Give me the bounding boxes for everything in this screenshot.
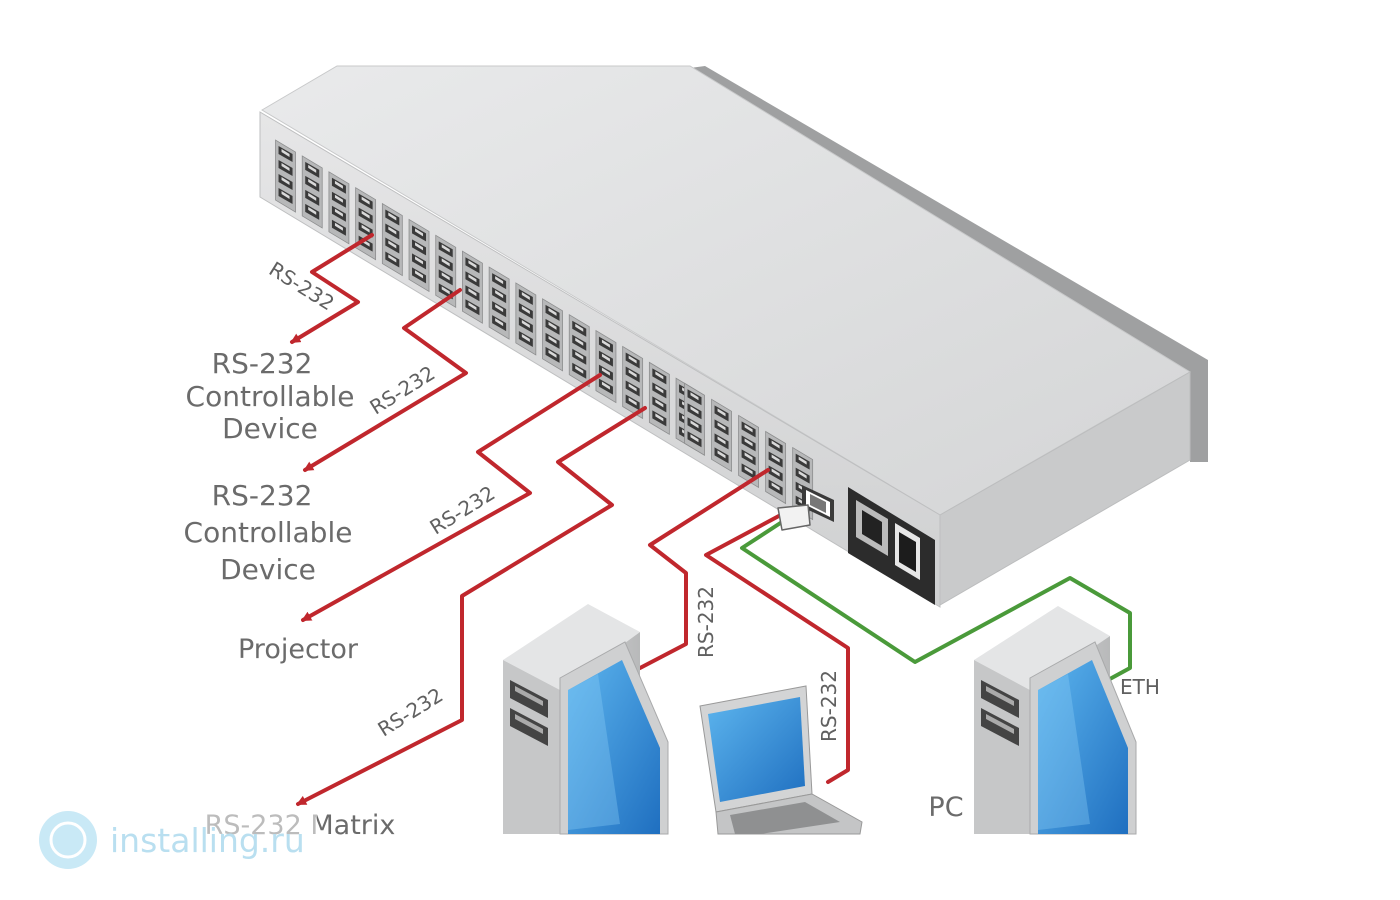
ethernet-port[interactable]: [802, 485, 834, 522]
rs232-terminal-block[interactable]: [622, 345, 644, 420]
watermark-text: installing.ru: [110, 821, 305, 860]
device-label-1: RS-232 Controllable Device: [186, 347, 355, 445]
rs232-cable-laptop: [704, 508, 850, 784]
cables: [290, 233, 1132, 806]
rs232-cable-2: [303, 288, 468, 472]
eth-label: ETH: [1120, 675, 1160, 699]
rs232-terminal-block[interactable]: [408, 218, 430, 293]
pc-monitor-2: [1029, 641, 1137, 835]
rs232-terminal-block[interactable]: [381, 202, 403, 277]
rs232-terminal-block[interactable]: [684, 382, 705, 456]
rs232-terminal-block[interactable]: [488, 266, 510, 340]
rs232-terminal-block[interactable]: [765, 430, 787, 505]
rs232-terminal-block[interactable]: [738, 414, 759, 489]
rs232-port-array: [275, 139, 814, 521]
rs232-terminal-block[interactable]: [355, 186, 377, 261]
cable-label-5: RS-232: [694, 586, 718, 658]
rs232-terminal-block[interactable]: [435, 234, 457, 309]
device-label-2: RS-232 Controllable Device: [184, 479, 353, 586]
eth-plug: [777, 504, 811, 531]
device-label-2-line-3: Device: [220, 553, 316, 586]
rs232-terminal-block[interactable]: [301, 155, 323, 229]
pc-monitor-1: [559, 641, 669, 835]
rs232-terminal-block[interactable]: [515, 282, 537, 356]
device-label-1-line-3: Device: [222, 412, 318, 445]
rs232-terminal-block[interactable]: [711, 398, 732, 473]
rs232-terminal-block[interactable]: [568, 314, 590, 388]
cable-label-1: RS-232: [265, 257, 339, 315]
cable-label-6: RS-232: [817, 670, 841, 742]
projector-label: Projector: [238, 634, 359, 665]
laptop: [699, 685, 863, 835]
device-label-2-line-2: Controllable: [184, 516, 353, 549]
rs232-cable-3: [301, 373, 602, 622]
eth-cable: [740, 518, 1132, 682]
control-device-chassis: [259, 65, 1208, 608]
rs232-terminal-block[interactable]: [648, 361, 670, 436]
rs232-cable-pc: [638, 468, 770, 670]
rs232-terminal-block[interactable]: [462, 250, 483, 324]
power-switch[interactable]: [895, 523, 920, 580]
rs232-cable-1: [290, 233, 374, 344]
device-label-1-line-1: RS-232: [212, 347, 313, 380]
watermark-logo-icon: [39, 811, 97, 869]
watermark: installing.ru: [22, 808, 317, 876]
device-label-2-line-1: RS-232: [212, 479, 313, 512]
rs232-terminal-block[interactable]: [542, 298, 563, 372]
device-label-1-line-2: Controllable: [186, 380, 355, 413]
rs232-terminal-block[interactable]: [275, 139, 296, 213]
pc-label: PC: [928, 792, 963, 823]
rs232-terminal-block[interactable]: [328, 171, 350, 245]
rs232-cable-4: [296, 406, 647, 806]
rs232-terminal-block[interactable]: [595, 329, 617, 404]
